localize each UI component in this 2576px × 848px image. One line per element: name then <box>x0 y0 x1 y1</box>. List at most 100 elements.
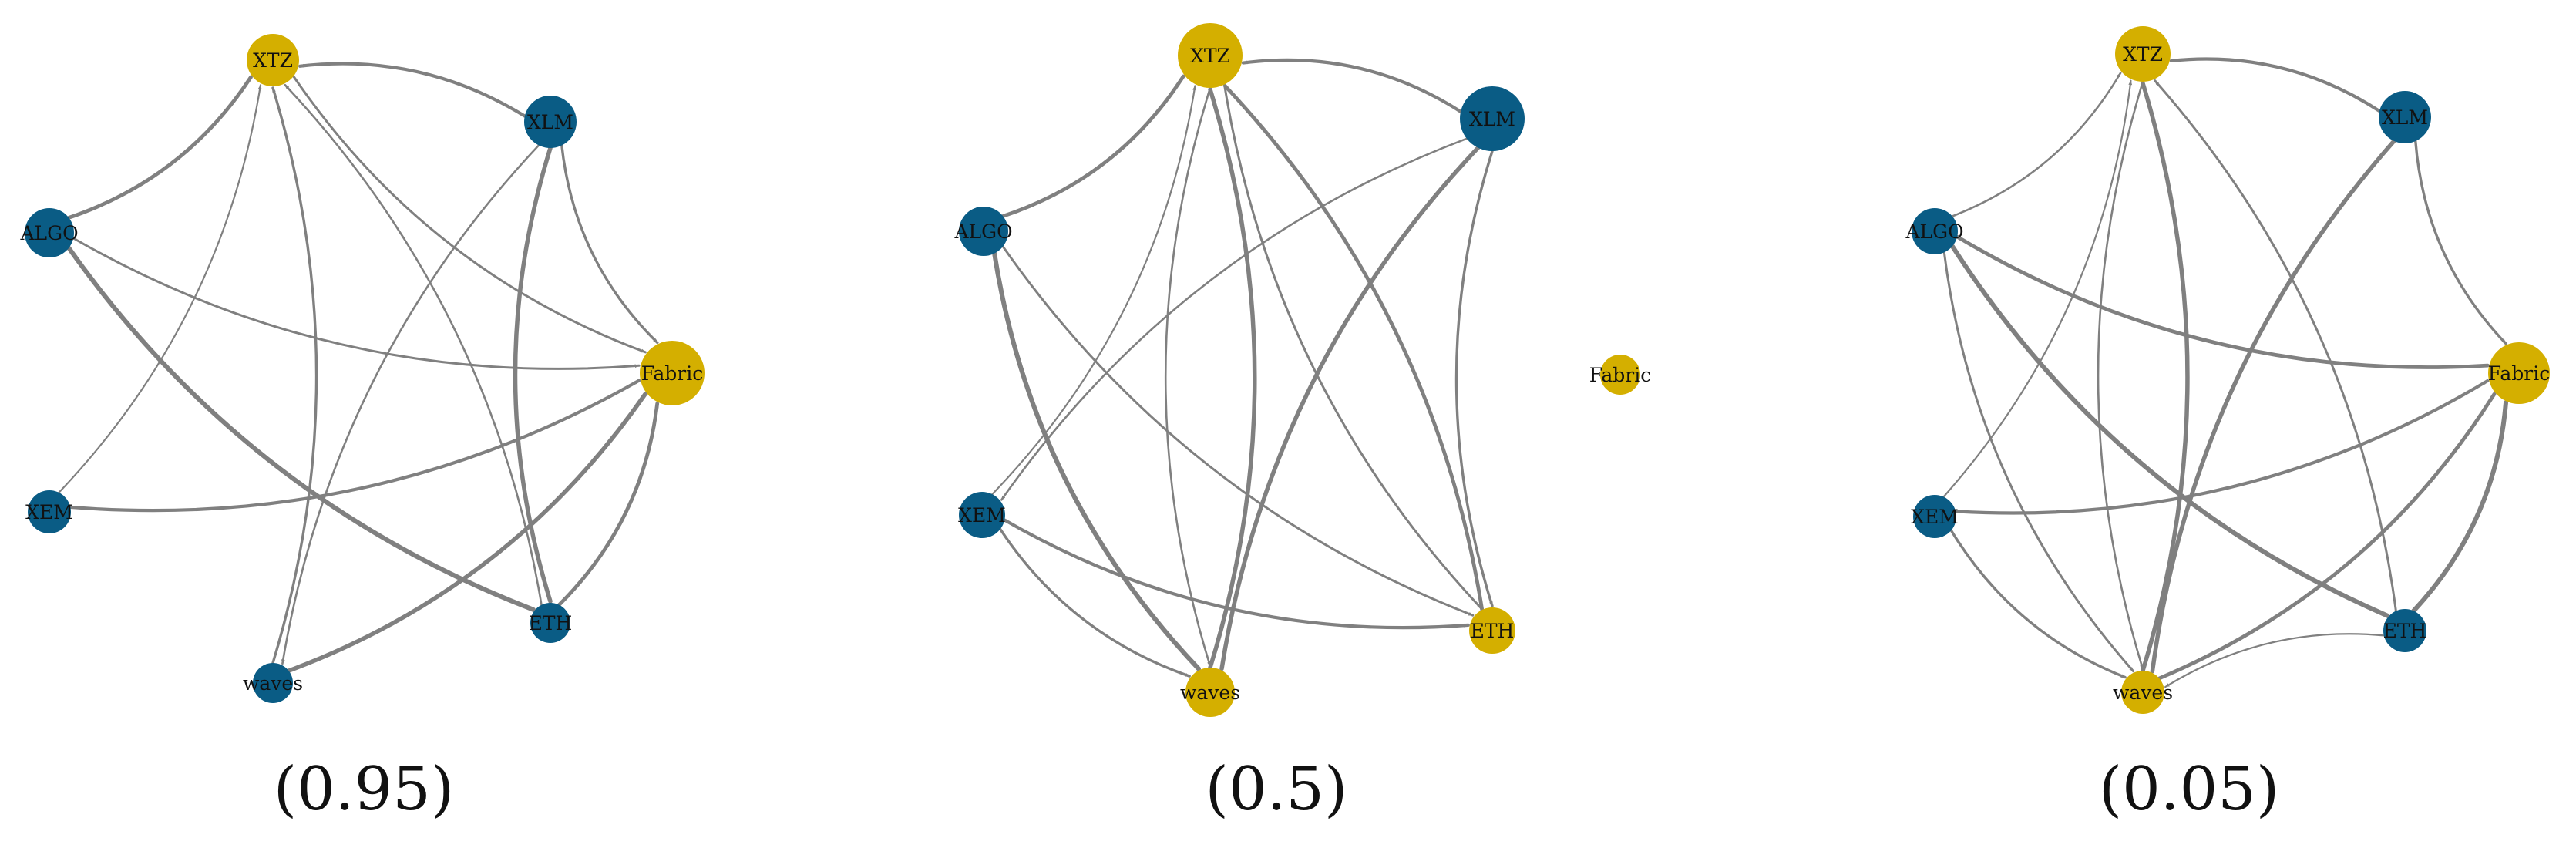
edge-xem-to-fabric <box>1954 379 2490 515</box>
node-eth-circle <box>530 603 570 643</box>
node-eth-circle <box>1469 607 1515 654</box>
node-xem: XEM <box>958 492 1006 538</box>
node-fabric-circle <box>1600 355 1640 395</box>
edge-eth-to-xtz <box>2154 79 2397 612</box>
node-xtz-label: XTZ <box>253 49 293 72</box>
edge-waves-to-fabric <box>286 392 647 673</box>
edge-xtz-to-eth <box>1223 83 1483 610</box>
node-algo: ALGO <box>19 208 79 257</box>
node-xtz-circle <box>247 34 299 86</box>
node-xlm-circle <box>1460 86 1525 151</box>
node-waves: waves <box>243 663 303 703</box>
node-waves-circle <box>2121 671 2164 714</box>
node-fabric: Fabric <box>1589 355 1652 395</box>
edge-xem-to-xtz <box>1942 79 2133 498</box>
node-xem-label: XEM <box>1911 506 1959 528</box>
edge-waves-to-xtz <box>2141 81 2190 673</box>
edge-xlm-to-xem <box>1000 137 1468 501</box>
node-algo-label: ALGO <box>953 220 1012 243</box>
edge-algo-to-xtz <box>1000 74 1185 218</box>
edge-xem-to-waves <box>999 527 1191 678</box>
node-waves-label: waves <box>243 672 303 695</box>
edge-algo-to-eth <box>1001 245 1475 617</box>
edge-xtz-to-waves <box>1164 86 1212 668</box>
node-fabric-label: Fabric <box>1589 364 1652 386</box>
node-xlm-label: XLM <box>2382 106 2428 129</box>
node-eth-label: ETH <box>529 612 573 634</box>
edge-xem-to-xtz <box>58 84 262 493</box>
node-xtz-circle <box>1178 23 1243 88</box>
panel-1-edges <box>58 62 660 673</box>
node-xlm-circle <box>2379 91 2431 143</box>
panel-2-edges <box>991 58 1494 678</box>
node-eth: ETH <box>2383 609 2427 652</box>
edge-algo-to-eth <box>1949 244 2390 618</box>
panel-3-caption: (0.05) <box>2099 755 2280 824</box>
edge-algo-to-eth <box>66 245 536 612</box>
node-fabric: Fabric <box>2488 342 2551 404</box>
edge-xtz-to-waves <box>2097 80 2144 671</box>
edge-xlm-to-waves <box>1219 145 1481 671</box>
node-xtz-label: XTZ <box>2123 43 2163 66</box>
node-xtz: XTZ <box>1178 23 1243 88</box>
node-eth-circle <box>2383 609 2426 652</box>
edge-xtz-to-fabric <box>292 75 647 354</box>
node-xem: XEM <box>25 490 73 533</box>
edge-eth-to-fabric <box>2411 400 2508 614</box>
node-algo-circle <box>959 207 1008 256</box>
node-xlm-circle <box>524 96 577 148</box>
node-eth: ETH <box>1469 607 1515 654</box>
node-xem-label: XEM <box>958 504 1006 527</box>
node-xtz: XTZ <box>247 34 299 86</box>
edge-xlm-to-fabric <box>560 143 659 345</box>
node-algo-circle <box>25 208 74 257</box>
node-fabric-circle <box>640 341 705 405</box>
edge-xem-to-fabric <box>69 379 641 513</box>
node-xtz-label: XTZ <box>1190 45 1230 67</box>
edge-waves-to-fabric <box>2157 392 2497 681</box>
node-fabric-label: Fabric <box>2488 362 2551 385</box>
node-fabric: Fabric <box>640 341 705 405</box>
node-xlm-label: XLM <box>1469 108 1515 130</box>
node-waves-circle <box>1185 668 1235 717</box>
edge-waves-to-xtz <box>1208 87 1257 670</box>
edge-eth-to-fabric <box>557 402 660 607</box>
edge-eth-to-waves <box>2164 633 2385 688</box>
edge-xlm-to-xtz <box>2169 57 2381 113</box>
node-fabric-circle <box>2488 342 2550 404</box>
node-xem-circle <box>1913 495 1956 538</box>
edge-algo-to-fabric <box>72 237 641 370</box>
edge-xlm-to-eth <box>1454 150 1494 607</box>
node-waves-circle <box>253 663 293 703</box>
node-xem-circle <box>28 490 71 533</box>
node-fabric-label: Fabric <box>641 362 704 385</box>
node-algo: ALGO <box>953 207 1013 256</box>
node-waves: waves <box>1180 668 1240 717</box>
edge-xlm-to-waves <box>2150 139 2396 674</box>
edge-xlm-to-fabric <box>2414 140 2507 345</box>
node-xlm-label: XLM <box>527 111 573 133</box>
node-xlm: XLM <box>1460 86 1525 151</box>
edge-xlm-to-xtz <box>298 62 526 118</box>
node-xem: XEM <box>1911 495 1959 538</box>
node-eth-label: ETH <box>2383 620 2427 642</box>
panel-1-caption: (0.95) <box>274 755 455 824</box>
edge-eth-to-xtz <box>284 84 543 606</box>
edge-xlm-to-xtz <box>1241 58 1463 113</box>
node-waves-label: waves <box>1180 681 1240 704</box>
node-xlm: XLM <box>2379 91 2431 143</box>
edge-waves-to-xtz <box>271 86 318 665</box>
node-algo-circle <box>1912 208 1958 254</box>
edge-xem-to-xtz <box>991 85 1196 496</box>
node-waves-label: waves <box>2113 681 2173 704</box>
node-algo-label: ALGO <box>19 222 78 244</box>
node-xem-label: XEM <box>25 501 73 523</box>
node-algo: ALGO <box>1905 208 1964 254</box>
